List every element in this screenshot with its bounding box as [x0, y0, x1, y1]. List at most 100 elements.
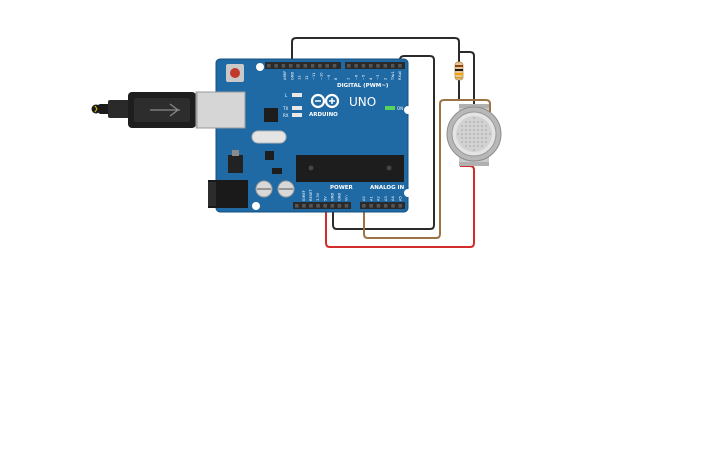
header-pin-hole[interactable] [368, 64, 373, 68]
led-tx [292, 106, 302, 110]
header-pin-hole[interactable] [296, 64, 300, 68]
resistor-icon[interactable] [454, 55, 464, 81]
capacitor [255, 180, 273, 198]
pin-label: 3.3V [316, 192, 320, 201]
digital-label: DIGITAL (PWM~) [337, 83, 389, 89]
header-pin-hole[interactable] [303, 64, 308, 68]
analog-label: ANALOG IN [370, 185, 405, 191]
pin-label: GND [330, 193, 334, 201]
pin-label: 8 [334, 77, 338, 80]
mesh-dot [489, 133, 491, 135]
header-pin-hole[interactable] [332, 64, 337, 68]
pin-label: A0 [362, 196, 366, 201]
mesh-dot [481, 137, 483, 139]
header-pin-hole[interactable] [337, 204, 342, 208]
header-pin-hole[interactable] [318, 64, 322, 68]
mesh-dot [481, 141, 483, 143]
mesh-dot [473, 125, 475, 127]
pin-label: A3 [384, 196, 388, 201]
board-model: UNO [349, 95, 376, 109]
pin-label: ~5 [362, 75, 366, 80]
header-pin-hole[interactable] [274, 64, 278, 68]
wire-black-top[interactable] [291, 37, 460, 65]
pin-label: ~10 [320, 72, 324, 80]
header-pin-hole[interactable] [383, 204, 388, 208]
mesh-dot [481, 129, 483, 131]
pin-label: GND [338, 193, 342, 201]
mesh-dot [461, 141, 463, 143]
header-pin-hole[interactable] [310, 64, 315, 68]
mesh-dot [477, 133, 479, 135]
header-pin-hole[interactable] [390, 64, 395, 68]
header-pin-hole[interactable] [323, 204, 327, 208]
mesh-dot [461, 125, 463, 127]
header-pin-hole[interactable] [302, 204, 306, 208]
header-pin-hole[interactable] [391, 204, 395, 208]
digital-header-left [265, 62, 341, 69]
mesh-dot [461, 137, 463, 139]
header-pin-hole[interactable] [354, 64, 358, 68]
mesh-dot [473, 149, 475, 151]
mesh-dot [473, 117, 475, 119]
pin-label: ~6 [354, 74, 358, 80]
header-pin-hole[interactable] [362, 204, 366, 208]
mesh-dot [477, 129, 479, 131]
mounting-hole [252, 202, 260, 210]
wire-brown-analog[interactable] [363, 99, 491, 239]
mesh-dot [473, 133, 475, 135]
header-pin-hole[interactable] [330, 204, 335, 208]
pin-label: IOREF [302, 190, 306, 201]
pin-label: A2 [377, 196, 381, 201]
pin-label: Vin [345, 195, 349, 201]
mesh-dot [465, 125, 467, 127]
pin-label: 13 [298, 75, 302, 80]
pin-label: ~11 [312, 72, 316, 80]
pin-label: RESET [309, 189, 313, 201]
header-pin-hole[interactable] [344, 204, 349, 208]
power-header [293, 202, 351, 209]
wire-red-5v[interactable] [325, 165, 475, 248]
pin-label: A1 [369, 196, 373, 201]
smd-chip [264, 108, 278, 122]
header-pin-hole[interactable] [309, 204, 313, 208]
pin-label: 7 [347, 78, 351, 80]
mesh-dot [461, 129, 463, 131]
pin-label: AREF [283, 71, 287, 80]
analog-header [360, 202, 405, 209]
wires [291, 37, 491, 248]
pin-label: RX◂0 [398, 70, 402, 80]
wire-black-right[interactable] [459, 51, 475, 105]
reset-button[interactable] [226, 64, 244, 82]
header-pin-hole[interactable] [281, 64, 286, 68]
header-pin-hole[interactable] [383, 64, 388, 68]
header-pin-hole[interactable] [325, 64, 329, 68]
header-pin-hole[interactable] [398, 204, 403, 208]
mesh-dot [465, 141, 467, 143]
header-pin-hole[interactable] [316, 204, 320, 208]
wire-black-signal[interactable] [332, 55, 435, 230]
pin-label: GND [290, 72, 294, 80]
mesh-dot [481, 125, 483, 127]
atmega-chip [296, 155, 404, 182]
sensor-mesh [457, 117, 491, 151]
mesh-dot [473, 141, 475, 143]
led-on-label: ON [397, 106, 403, 111]
dc-jack-icon[interactable] [208, 180, 248, 208]
header-pin-hole[interactable] [376, 64, 380, 68]
header-pin-hole[interactable] [288, 64, 293, 68]
header-pin-hole[interactable] [361, 64, 366, 68]
header-pin-hole[interactable] [376, 204, 381, 208]
led-rx-label: RX [283, 113, 289, 118]
header-pin-hole[interactable] [369, 204, 373, 208]
header-pin-hole[interactable] [267, 64, 271, 68]
mesh-dot [473, 137, 475, 139]
board-brand: ARDUINO [309, 112, 338, 118]
gas-sensor-icon[interactable] [446, 104, 502, 166]
header-pin-hole[interactable] [295, 204, 299, 208]
mesh-dot [457, 133, 459, 135]
mesh-dot [469, 129, 471, 131]
arduino-board[interactable]: L TX RX ON ARDUINO UNO DIGITAL (PWM~) PO… [196, 58, 412, 213]
header-pin-hole[interactable] [398, 64, 402, 68]
header-pin-hole[interactable] [347, 64, 351, 68]
